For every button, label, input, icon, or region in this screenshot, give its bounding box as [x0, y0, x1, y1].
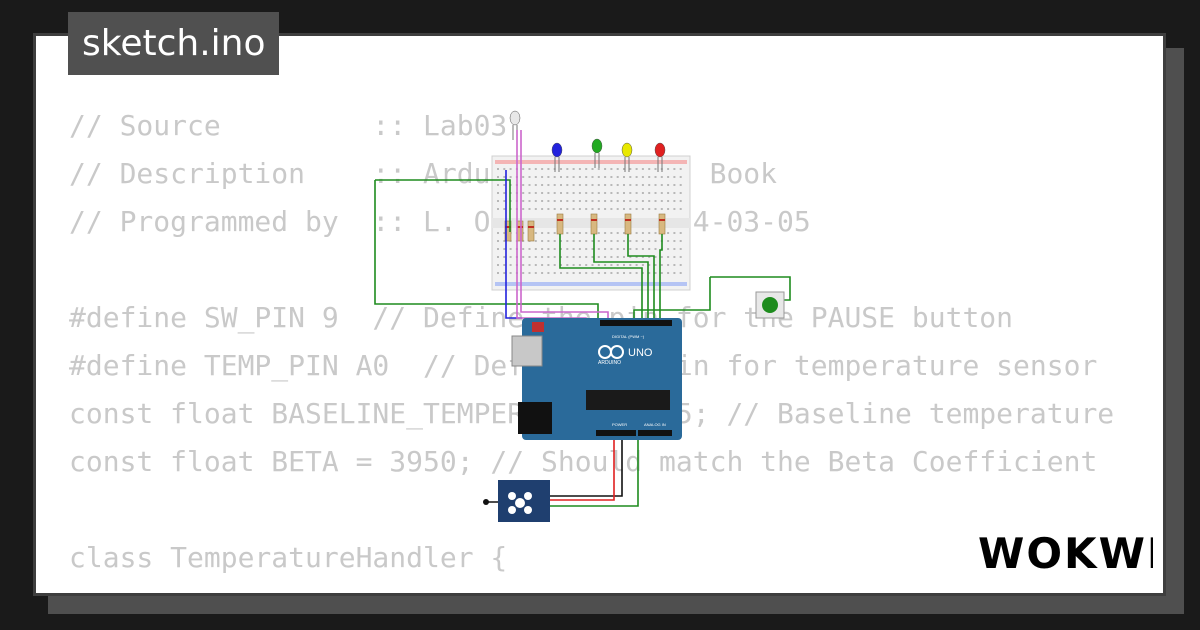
- pause-button: [755, 291, 785, 319]
- svg-text:WOKWI: WOKWI: [978, 529, 1153, 578]
- temperature-sensor: [483, 480, 550, 522]
- resistor: [504, 220, 512, 242]
- code-line: const float BASELINE_TEMPERATURE = 25; /…: [69, 397, 1115, 430]
- code-preview: // Source :: Lab03// Description :: Ardu…: [69, 102, 1134, 593]
- resistor: [516, 220, 524, 242]
- power-label: POWER: [612, 422, 627, 427]
- resistor: [527, 220, 535, 242]
- wokwi-logo: WOKWI: [978, 529, 1153, 578]
- arduino-uno-board: UNO ARDUINO DIGITAL (PWM ~) POWER ANALOG…: [511, 318, 682, 440]
- code-line: class TemperatureHandler {: [69, 541, 508, 574]
- led-yellow: [621, 142, 633, 172]
- code-line: const float BETA = 3950; // Should match…: [69, 445, 1098, 478]
- resistor: [556, 213, 564, 235]
- resistor: [624, 213, 632, 235]
- digital-header-label: DIGITAL (PWM ~): [612, 334, 645, 339]
- board-name: UNO: [628, 347, 653, 359]
- code-card: // Source :: Lab03// Description :: Ardu…: [33, 33, 1166, 596]
- led-green: [591, 138, 603, 168]
- board-brand: ARDUINO: [598, 360, 621, 366]
- code-line: public:: [69, 582, 1134, 593]
- resistor: [658, 213, 666, 235]
- sketch-title: sketch.ino: [68, 12, 280, 75]
- led-red: [654, 142, 666, 172]
- led-blue: [551, 142, 563, 172]
- resistor: [590, 213, 598, 235]
- analog-label: ANALOG IN: [644, 422, 666, 427]
- code-line: // Source :: Lab03: [69, 109, 508, 142]
- led-white: [509, 110, 521, 140]
